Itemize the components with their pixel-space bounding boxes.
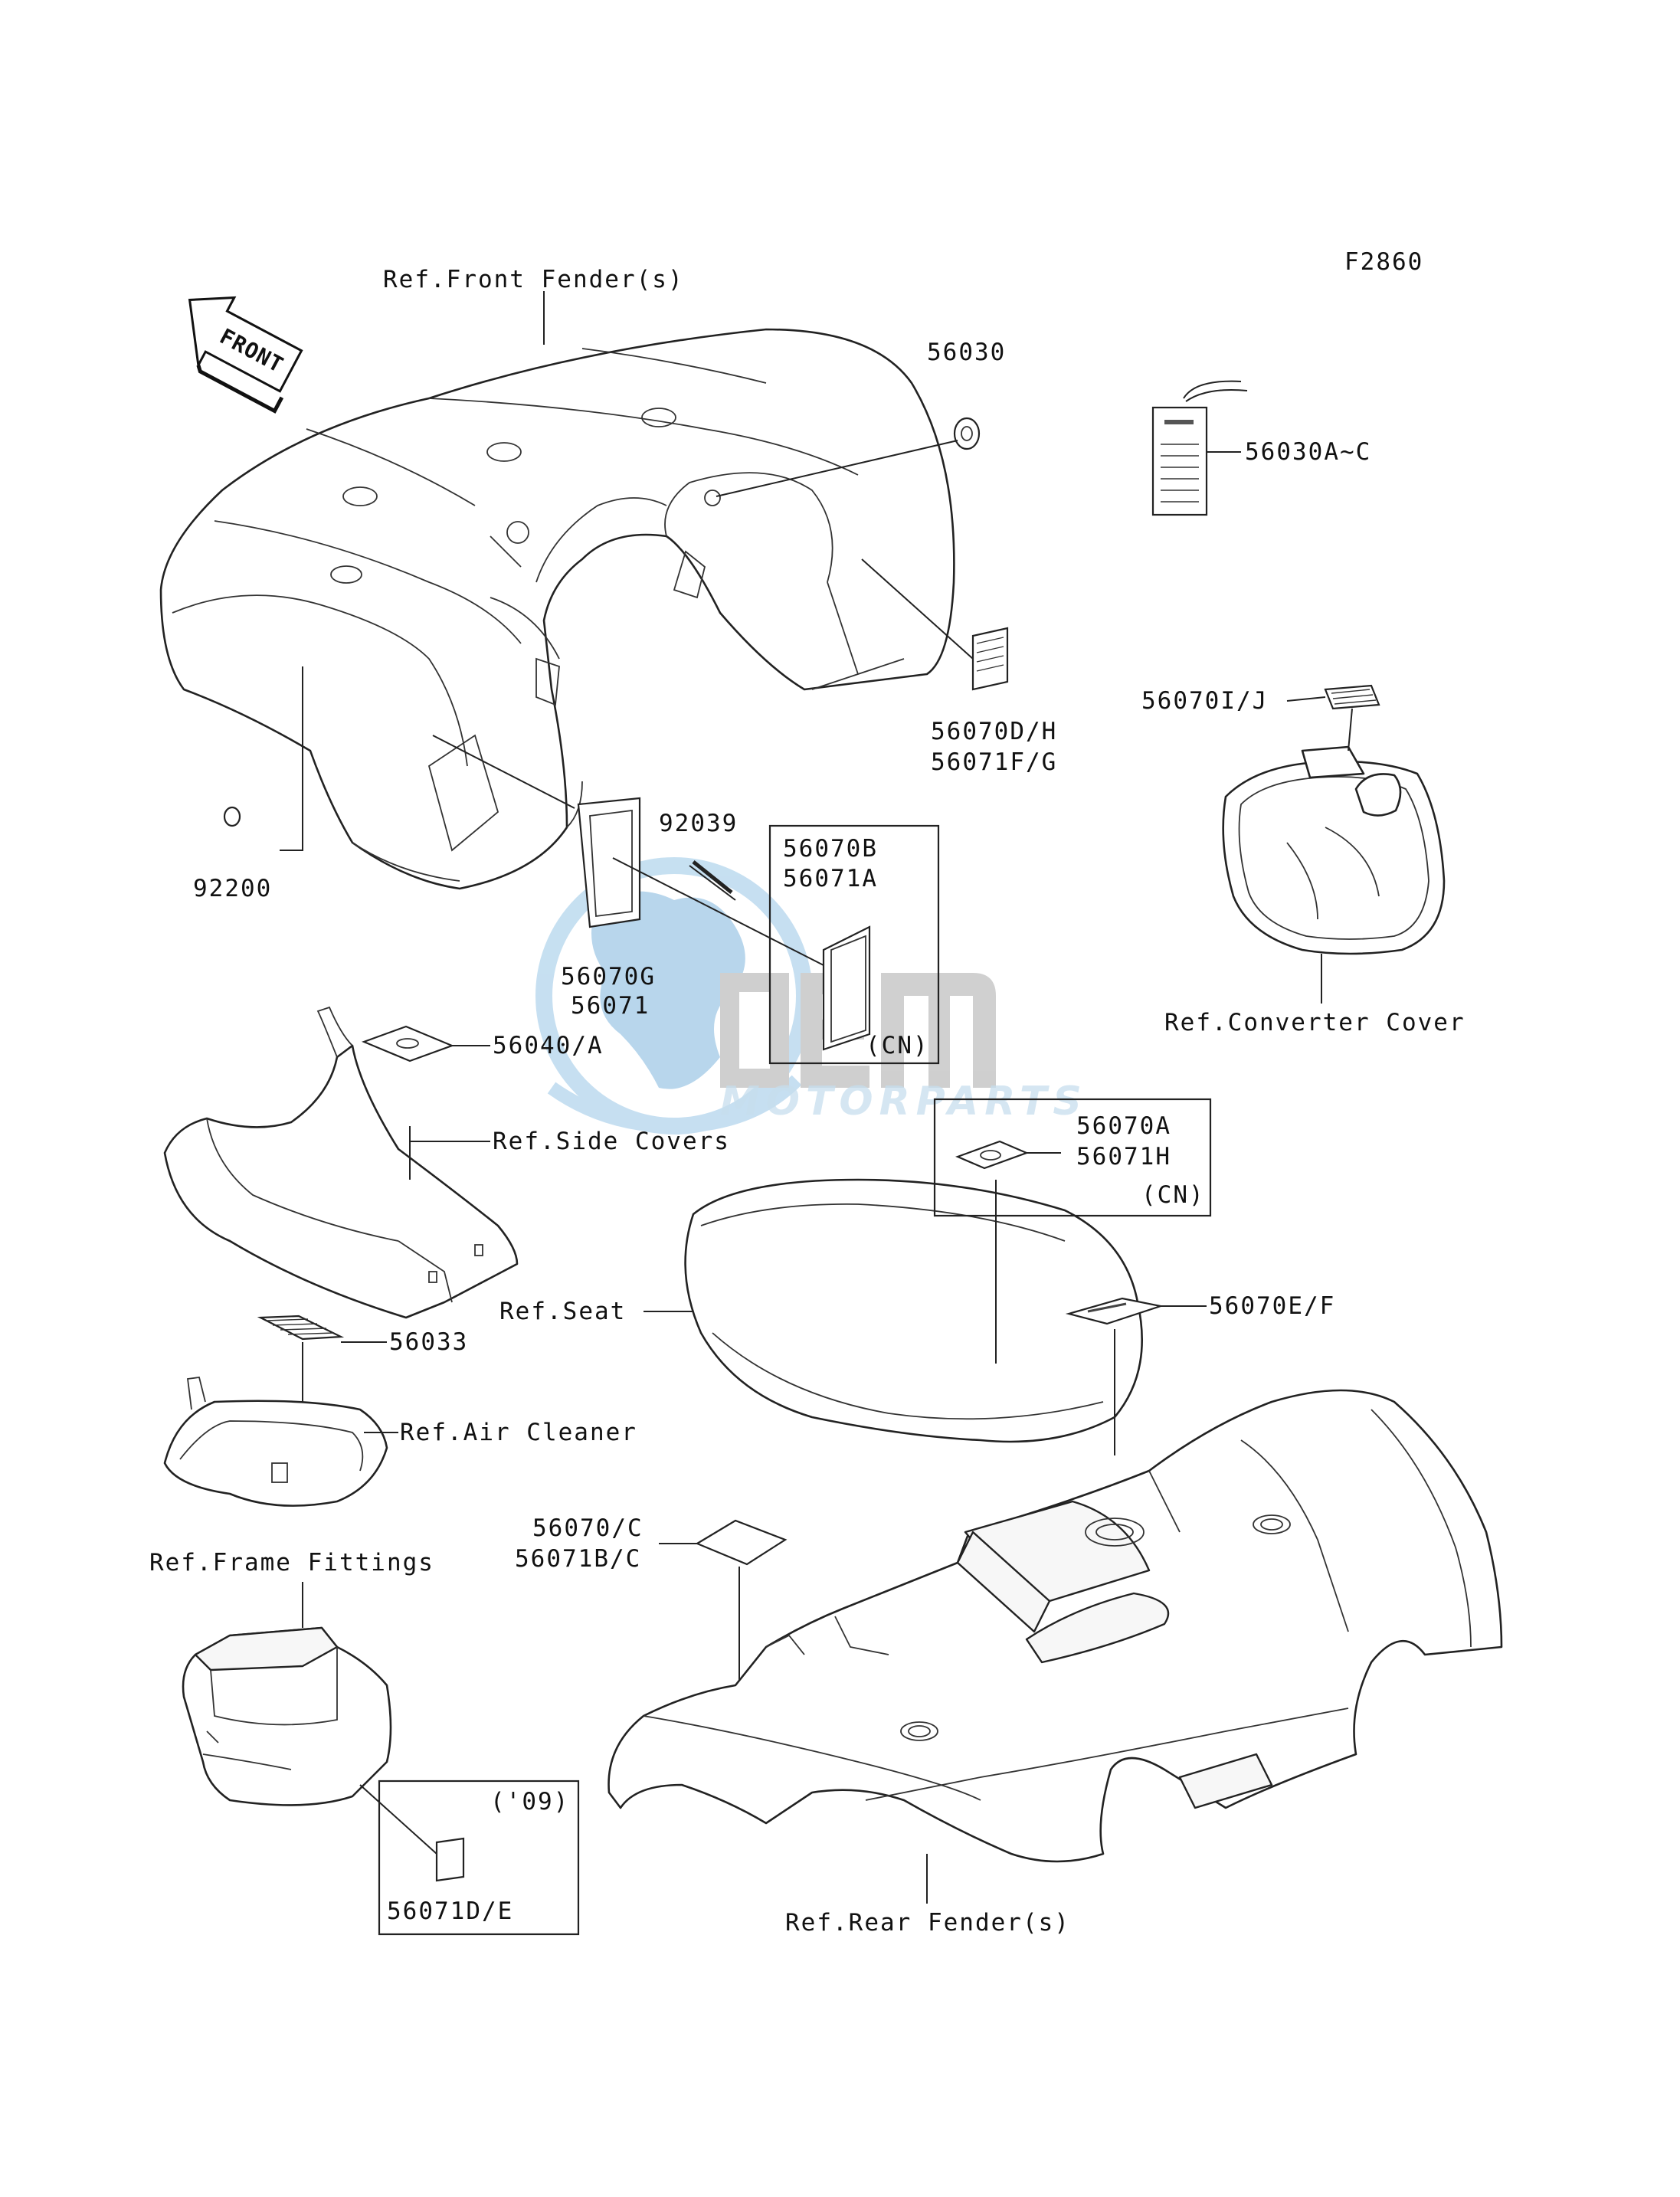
air-cleaner — [163, 1377, 388, 1507]
part-56033-decal: 56033 — [257, 1315, 468, 1410]
label-56071de: 56071D/E — [387, 1897, 513, 1925]
diagram-id: F2860 — [1344, 248, 1423, 276]
label-56071bc: 56071B/C — [515, 1545, 641, 1573]
label-56071: 56071 — [571, 992, 650, 1020]
label-56040: 56040/A — [493, 1032, 604, 1059]
label-56033: 56033 — [389, 1328, 468, 1356]
label-92039: 92039 — [659, 810, 738, 837]
part-56030a-tag: 56030A~C — [1151, 380, 1371, 516]
side-covers — [163, 1006, 519, 1319]
part-56070dh-decal: 56070D/H 56071F/G — [861, 558, 1057, 776]
label-56070g: 56070G — [561, 963, 656, 990]
part-56070c-decal: 56070/C 56071B/C — [515, 1514, 788, 1693]
frame-fittings — [182, 1626, 392, 1806]
callout-box-09: ('09) 56071D/E — [359, 1780, 580, 1936]
label-seat: Ref.Seat — [499, 1298, 626, 1325]
converter-cover — [1222, 745, 1446, 955]
label-56071h: 56071H — [1076, 1143, 1171, 1171]
callout-box-cn-1: 56070B 56071A (CN) — [768, 824, 940, 1065]
label-92200: 92200 — [193, 875, 272, 902]
label-air-cleaner: Ref.Air Cleaner — [400, 1419, 637, 1446]
label-56070b: 56070B — [783, 835, 878, 863]
label-56030: 56030 — [927, 339, 1006, 366]
label-56071a: 56071A — [783, 865, 878, 892]
part-56040-decal: 56040/A — [361, 1025, 604, 1062]
watermark-text: MOTORPARTS — [720, 1079, 1088, 1125]
part-56070ef-decal: 56070E/F — [1065, 1292, 1335, 1455]
label-rear-fender: Ref.Rear Fender(s) — [785, 1909, 1070, 1937]
part-56070ij-decal: 56070I/J — [1141, 684, 1380, 751]
label-56070ij: 56070I/J — [1141, 687, 1268, 715]
front-fender — [159, 328, 955, 890]
label-side-covers: Ref.Side Covers — [493, 1128, 730, 1155]
label-56070a: 56070A — [1076, 1112, 1171, 1140]
part-92039-pin: 92039 — [659, 810, 738, 901]
seat — [684, 1178, 1143, 1443]
label-56070c: 56070/C — [532, 1514, 644, 1542]
label-year-09: ('09) — [490, 1788, 569, 1816]
label-cn-2: (CN) — [1141, 1181, 1205, 1209]
label-56030a: 56030A~C — [1245, 438, 1371, 466]
part-92200: 92200 — [193, 666, 303, 902]
label-cn-1: (CN) — [866, 1032, 929, 1059]
rear-fender — [607, 1389, 1503, 1863]
part-56070g-decal: 56070G 56071 — [432, 735, 824, 1020]
label-56070ef: 56070E/F — [1209, 1292, 1335, 1320]
label-front-fender: Ref.Front Fender(s) — [383, 266, 684, 293]
part-56030-grommet: 56030 — [716, 339, 1006, 497]
label-converter-cover: Ref.Converter Cover — [1164, 1009, 1465, 1036]
label-frame-fittings: Ref.Frame Fittings — [149, 1549, 434, 1577]
callout-box-cn-2: 56070A 56071H (CN) — [933, 1098, 1212, 1364]
front-arrow-icon: FRONT — [188, 296, 303, 414]
label-56071fg: 56071F/G — [931, 748, 1057, 776]
fender-grommets — [330, 408, 721, 584]
label-56070dh: 56070D/H — [931, 718, 1057, 745]
